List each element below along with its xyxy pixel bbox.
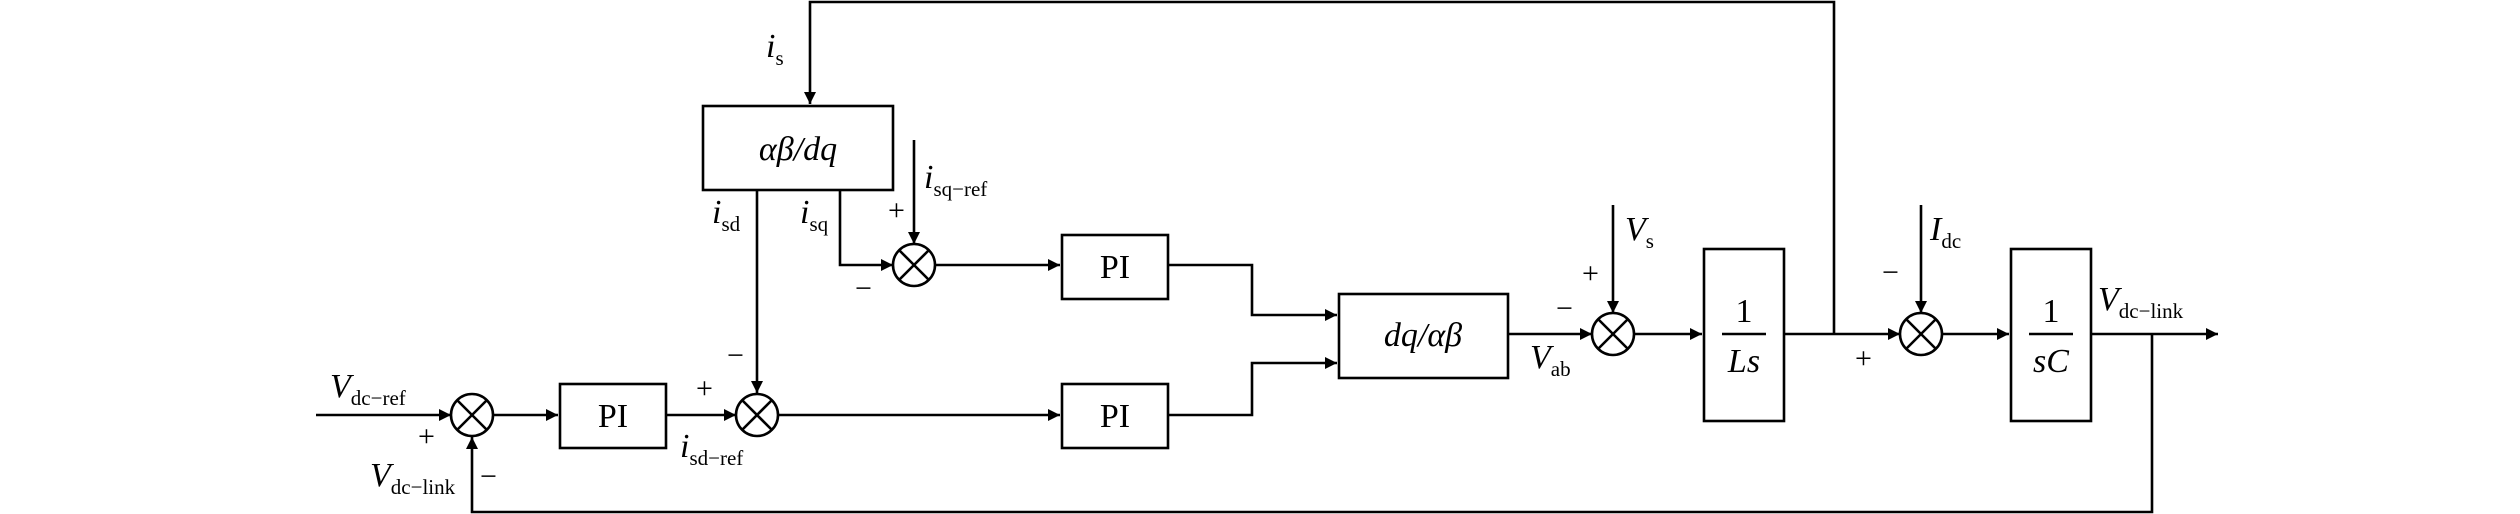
sign-vdc-ref-plus: + [418,420,435,453]
label-isd-ref: isd−ref [680,428,743,470]
label-idc: Idc [1929,211,1961,253]
sign-current-plus: + [1855,342,1872,375]
label-isd: isd [712,194,741,236]
sum-junction-q [891,242,937,288]
sign-vab-minus: − [1556,292,1573,325]
label-isq: isq [800,194,829,236]
wire-isq [838,190,893,271]
wire-piq-invpark [1168,263,1337,321]
sum-junction-voltage [449,392,495,438]
sum-junction-idc [1898,311,1944,357]
sum-junction-vab [1590,311,1636,357]
label-vs: Vs [1625,211,1654,253]
wire-vdc-feedback [466,334,2154,514]
pi-d-block: PI [1060,382,1170,450]
park-label: αβ/dq [759,131,837,168]
park-block: αβ/dq [701,104,895,192]
pi-voltage-block: PI [558,382,668,450]
pi-q-label: PI [1100,249,1130,286]
inductor-denominator: Ls [1727,343,1760,380]
capacitor-denominator: sC [2033,343,2069,380]
capacitor-block: 1 sC [2009,247,2093,423]
wires [316,0,2218,514]
label-vdc-link-out: Vdc−link [2098,281,2184,323]
label-vdc-link-feedback: Vdc−link [370,457,456,499]
inductor-numerator: 1 [1736,293,1753,330]
sign-d-plus: + [696,372,713,405]
sign-isq-minus: − [855,272,872,305]
wire-is-feedback [804,0,1836,334]
pi-d-label: PI [1100,398,1130,435]
sign-isd-minus: − [727,339,744,372]
sign-idc-minus: − [1882,256,1899,289]
pi-voltage-label: PI [598,398,628,435]
label-isq-ref: isq−ref [924,159,987,201]
inductor-block: 1 Ls [1702,247,1786,423]
pi-q-block: PI [1060,233,1170,301]
capacitor-numerator: 1 [2043,293,2060,330]
label-is: is [766,28,784,70]
label-vab: Vab [1530,339,1571,381]
inverse-park-label: dq/αβ [1384,317,1462,354]
sign-vs-plus: + [1582,257,1599,290]
label-vdc-ref: Vdc−ref [330,368,406,410]
wire-pid-invpark [1168,357,1337,417]
sum-junction-d [734,392,780,438]
sign-isq-ref-plus: + [888,194,905,227]
sign-vdc-link-minus: − [480,460,497,493]
inverse-park-block: dq/αβ [1337,292,1510,380]
